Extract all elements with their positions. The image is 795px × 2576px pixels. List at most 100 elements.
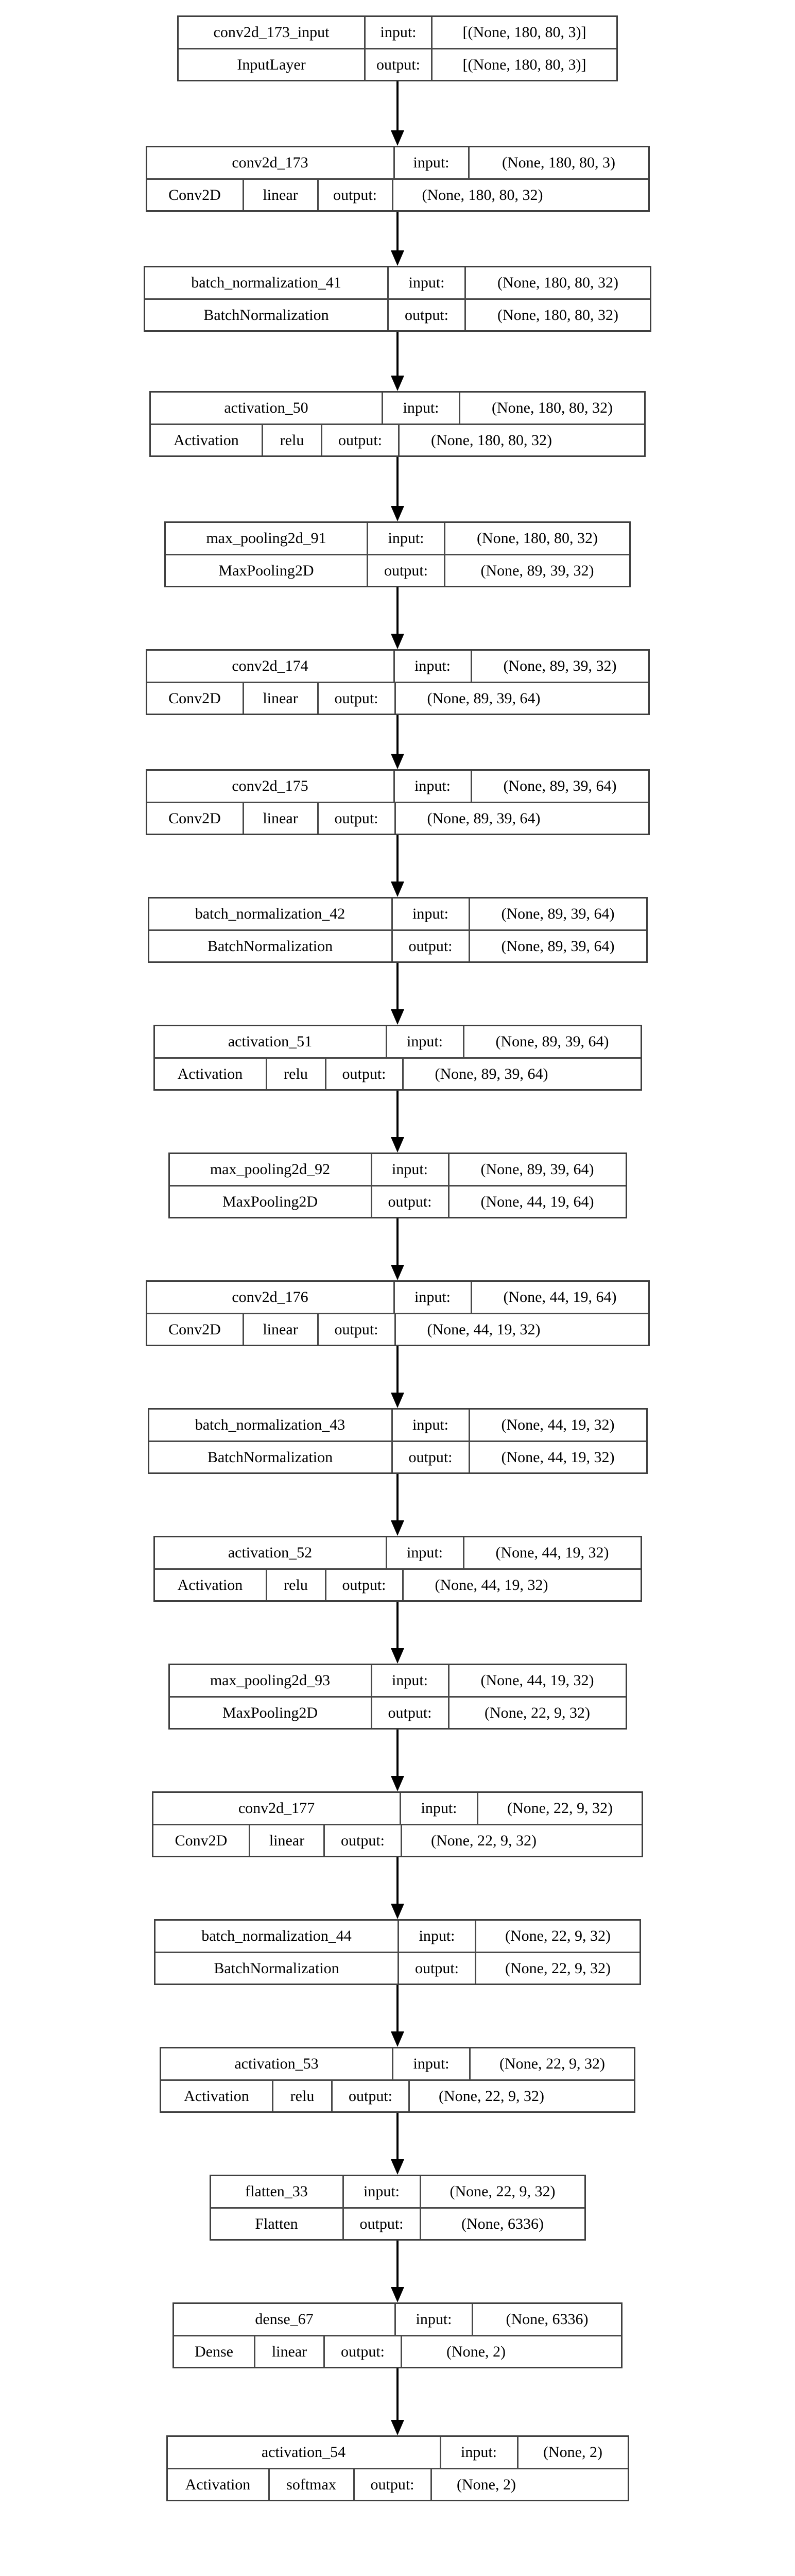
- arrowhead-icon: [391, 882, 404, 897]
- cell-shape: (None, 89, 39, 64): [462, 1026, 641, 1057]
- cell-io: input:: [342, 2176, 420, 2207]
- layer-activation: relu: [262, 425, 321, 455]
- layer-name: max_pooling2d_92: [210, 1161, 331, 1178]
- cell-io: output:: [317, 1314, 394, 1345]
- layer-activation: softmax: [268, 2469, 353, 2500]
- layer-name: activation_51: [228, 1033, 313, 1050]
- edge-arrow: [391, 1730, 404, 1791]
- cell-io: output:: [387, 299, 464, 330]
- layer-class: MaxPooling2D: [222, 1704, 318, 1721]
- edge-line: [396, 2368, 399, 2420]
- cell-shape: [(None, 180, 80, 3)]: [431, 17, 616, 48]
- cell-shape: (None, 22, 9, 32): [408, 2080, 573, 2111]
- edge-line: [396, 81, 399, 131]
- layer-name: max_pooling2d_93: [210, 1672, 331, 1689]
- layer-name: activation_52: [228, 1544, 313, 1561]
- cell-shape: (None, 6336): [472, 2304, 621, 2335]
- cell-io: input:: [393, 651, 471, 682]
- edge-arrow: [391, 835, 404, 897]
- edge-line: [396, 587, 399, 634]
- cell-shape: (None, 180, 80, 32): [444, 523, 629, 554]
- layer-class: Activation: [177, 1065, 243, 1082]
- cell-io: output:: [321, 425, 398, 455]
- layer-class: InputLayer: [237, 56, 306, 73]
- layer-class: Conv2D: [168, 689, 221, 707]
- arrowhead-icon: [391, 1265, 404, 1280]
- layer-activation: relu: [265, 1058, 325, 1089]
- layer-class: Conv2D: [175, 1832, 228, 1849]
- cell-shape: (None, 44, 19, 64): [447, 1186, 626, 1217]
- cell-io: output:: [398, 1953, 475, 1984]
- layer-class: Activation: [185, 2476, 251, 2493]
- layer-class: Dense: [195, 2343, 233, 2360]
- cell-io: input:: [370, 1154, 448, 1185]
- cell-io: output:: [342, 2208, 420, 2239]
- cell-shape: (None, 180, 80, 32): [464, 267, 650, 298]
- cell-io: input:: [385, 1537, 463, 1568]
- cell-io: input:: [387, 267, 464, 298]
- cell-io: output:: [317, 803, 394, 834]
- edge-line: [396, 1857, 399, 1904]
- cell-shape: (None, 89, 39, 64): [394, 803, 572, 834]
- edge-arrow: [391, 2113, 404, 2175]
- arrowhead-icon: [391, 634, 404, 649]
- arrowhead-icon: [391, 2031, 404, 2047]
- layer-class: MaxPooling2D: [218, 562, 314, 579]
- layer-class: Flatten: [255, 2215, 298, 2232]
- cell-shape: (None, 89, 39, 64): [470, 771, 648, 802]
- cell-shape: (None, 180, 80, 32): [459, 393, 644, 423]
- cell-shape: (None, 6336): [419, 2208, 584, 2239]
- layer-name: dense_67: [255, 2311, 314, 2328]
- edge-line: [396, 2241, 399, 2287]
- cell-shape: (None, 22, 9, 32): [475, 1921, 640, 1952]
- cell-shape: (None, 180, 80, 32): [398, 425, 583, 455]
- cell-shape: (None, 22, 9, 32): [401, 1825, 565, 1856]
- layer-class: BatchNormalization: [214, 1959, 339, 1977]
- layer-name: conv2d_174: [232, 657, 308, 674]
- cell-shape: (None, 44, 19, 32): [447, 1665, 626, 1696]
- layer-name: batch_normalization_43: [195, 1416, 345, 1433]
- edge-arrow: [391, 1091, 404, 1153]
- arrowhead-icon: [391, 1776, 404, 1791]
- cell-io: input:: [400, 1793, 477, 1824]
- layer-activation: linear: [249, 1825, 323, 1856]
- cell-shape: (None, 44, 19, 32): [462, 1537, 641, 1568]
- layer-name: conv2d_176: [232, 1289, 308, 1306]
- edge-line: [396, 963, 399, 1010]
- edge-arrow: [391, 715, 404, 769]
- layer-output-row: Flatten output:(None, 6336): [211, 2208, 584, 2239]
- cell-shape: (None, 44, 19, 32): [394, 1314, 572, 1345]
